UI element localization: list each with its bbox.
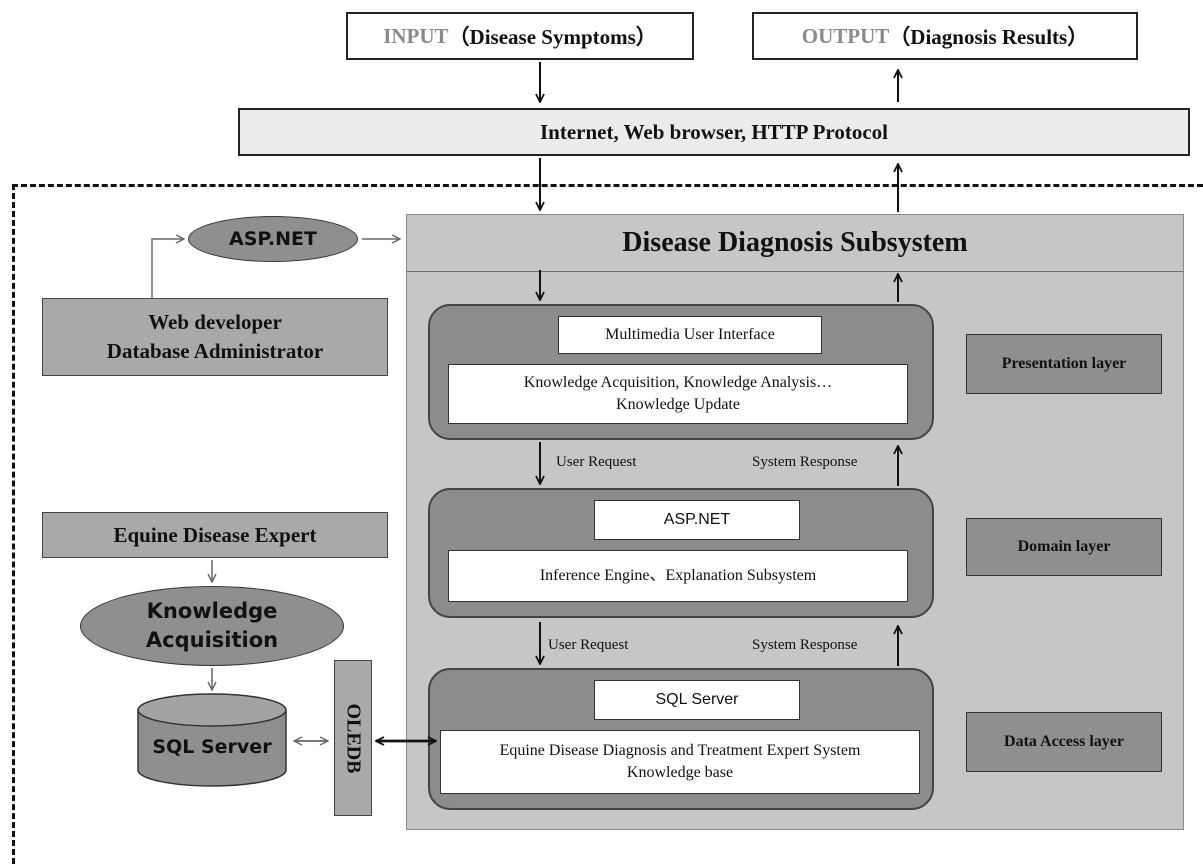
oledb-label: OLEDB bbox=[342, 702, 365, 774]
knowledge-acquisition-line2: Acquisition bbox=[145, 628, 279, 652]
developer-line1: Web developer bbox=[148, 310, 282, 334]
data-sqlserver-box: SQL Server bbox=[594, 680, 800, 720]
inference-engine-box: Inference Engine、Explanation Subsystem bbox=[448, 550, 908, 602]
knowledge-acquisition-line1: Knowledge bbox=[146, 599, 278, 623]
domain-layer-label: Domain layer bbox=[966, 518, 1162, 576]
output-box: OUTPUT（Diagnosis Results） bbox=[752, 12, 1138, 60]
oledb-box: OLEDB bbox=[334, 660, 372, 816]
sql-server-cylinder bbox=[137, 693, 287, 787]
output-prefix: OUTPUT bbox=[801, 23, 890, 48]
system-response-label-2: System Response bbox=[752, 637, 858, 653]
domain-aspnet-box: ASP.NET bbox=[594, 500, 800, 540]
user-request-label-1: User Request bbox=[556, 454, 637, 470]
system-response-label-1: System Response bbox=[752, 454, 858, 470]
input-text: （Disease Symptoms） bbox=[448, 25, 657, 49]
knowledge-base-line2: Knowledge base bbox=[626, 764, 734, 781]
developer-line2: Database Administrator bbox=[106, 339, 324, 363]
data-access-layer-label: Data Access layer bbox=[966, 712, 1162, 772]
user-request-label-2: User Request bbox=[548, 637, 629, 653]
knowledge-functions-box: Knowledge Acquisition, Knowledge Analysi… bbox=[448, 364, 908, 424]
internet-bar: Internet, Web browser, HTTP Protocol bbox=[238, 108, 1190, 156]
sql-server-cylinder-label: SQL Server bbox=[152, 736, 272, 758]
developer-box: Web developer Database Administrator bbox=[42, 298, 388, 376]
input-prefix: INPUT bbox=[383, 23, 449, 48]
presentation-layer-label: Presentation layer bbox=[966, 334, 1162, 394]
multimedia-ui-box: Multimedia User Interface bbox=[558, 316, 822, 354]
knowledge-functions-line2: Knowledge Update bbox=[616, 396, 740, 413]
knowledge-functions-line1: Knowledge Acquisition, Knowledge Analysi… bbox=[523, 374, 833, 391]
knowledge-acquisition-ellipse: Knowledge Acquisition bbox=[80, 586, 344, 666]
knowledge-base-line1: Equine Disease Diagnosis and Treatment E… bbox=[499, 742, 861, 759]
output-text: （Diagnosis Results） bbox=[889, 25, 1089, 49]
knowledge-base-box: Equine Disease Diagnosis and Treatment E… bbox=[440, 730, 920, 794]
subsystem-title: Disease Diagnosis Subsystem bbox=[407, 215, 1183, 272]
input-box: INPUT（Disease Symptoms） bbox=[346, 12, 694, 60]
equine-expert-box: Equine Disease Expert bbox=[42, 512, 388, 558]
asp-net-ellipse: ASP.NET bbox=[188, 216, 358, 262]
system-boundary bbox=[12, 184, 1203, 864]
